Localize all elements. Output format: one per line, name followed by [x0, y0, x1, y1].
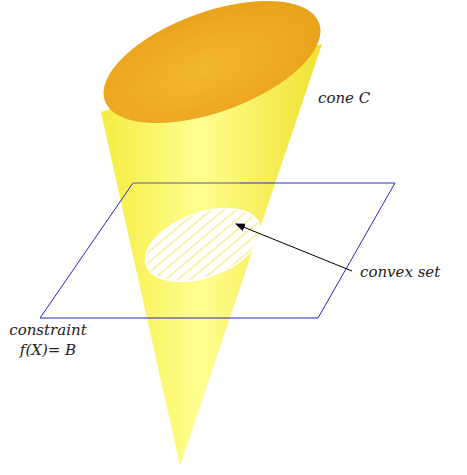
cone-label: cone C [318, 88, 408, 108]
leader-arrow [236, 224, 352, 271]
constraint-label: constraint f(X)= B [4, 320, 92, 361]
constraint-plane [40, 183, 395, 318]
convex-set-label: convex set [360, 262, 460, 282]
convex-set [136, 194, 271, 295]
cone-top [88, 0, 336, 148]
